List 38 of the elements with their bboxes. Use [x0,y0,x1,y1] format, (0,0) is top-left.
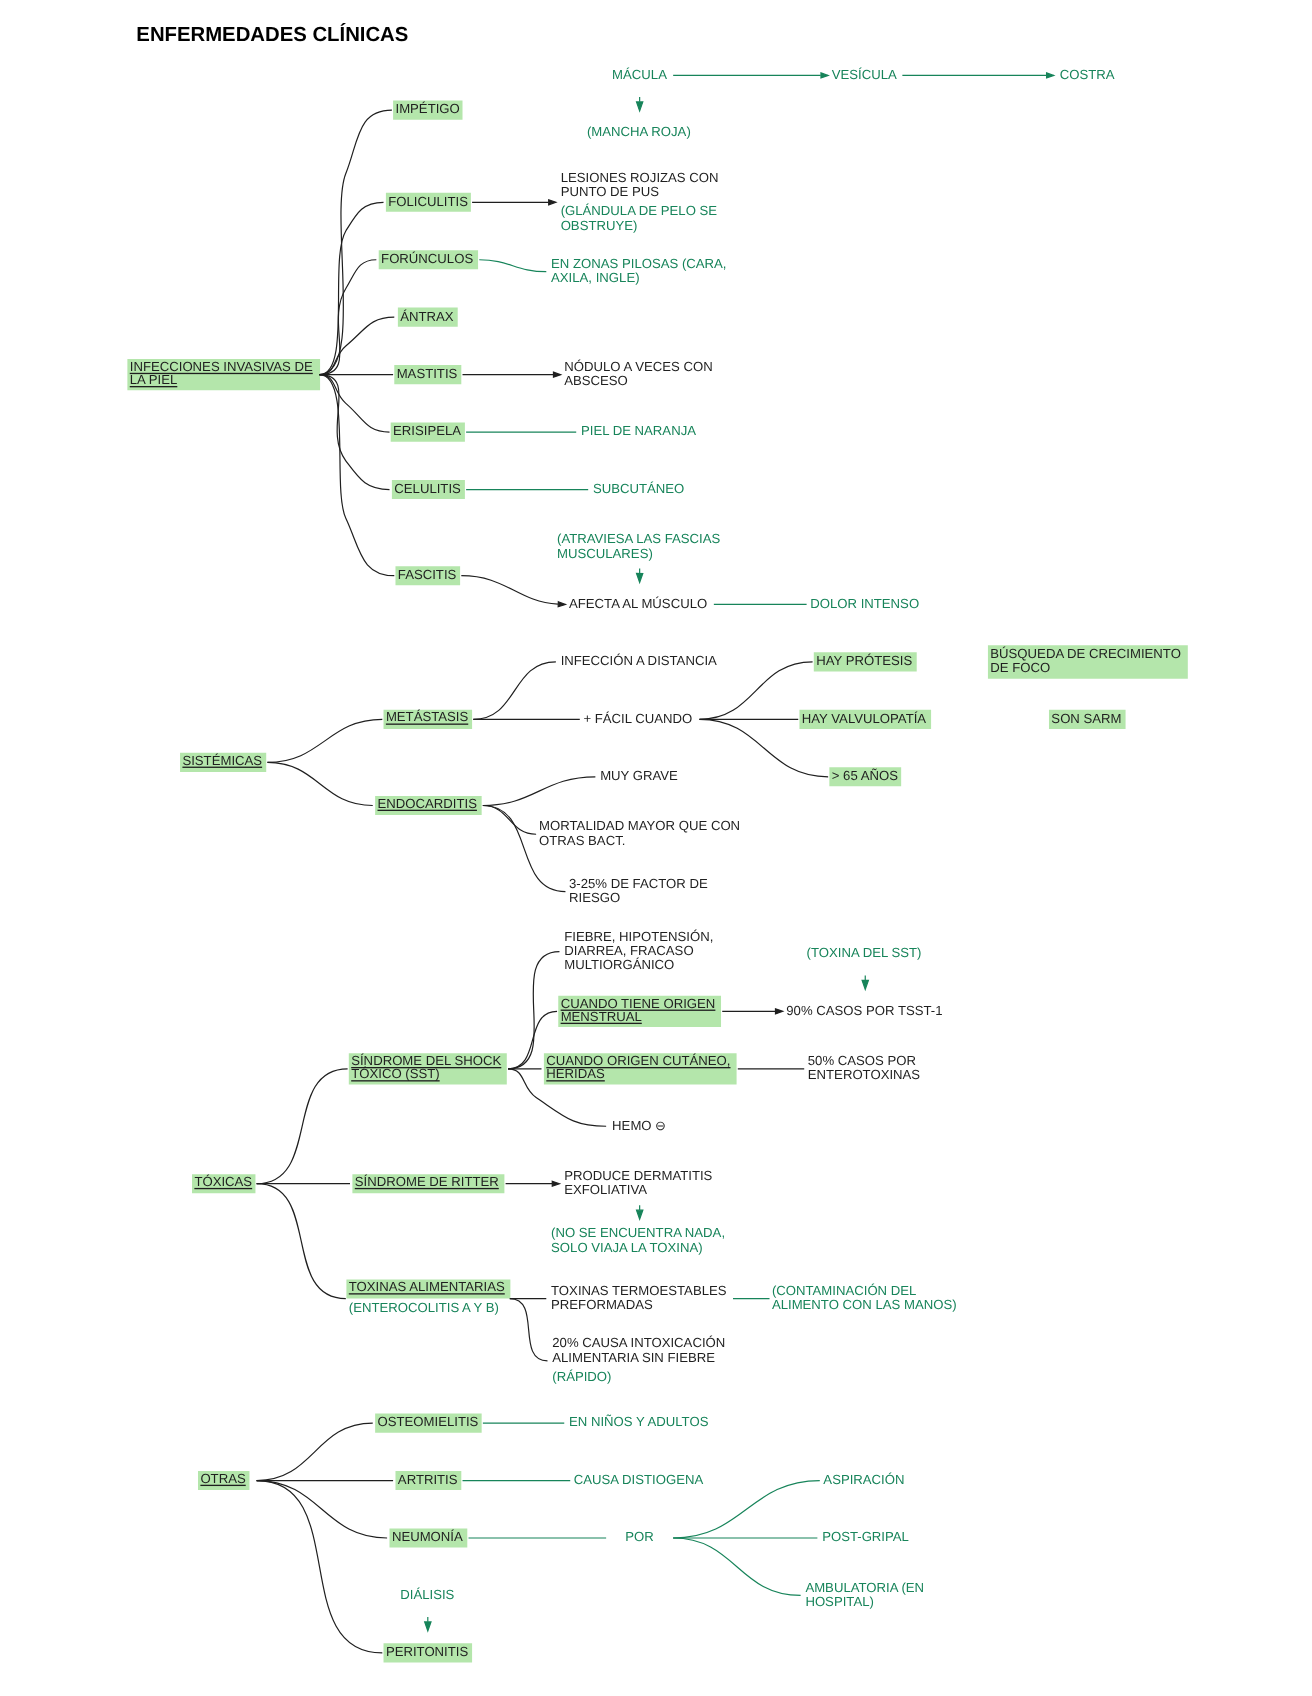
connector [481,804,566,893]
arrow [504,1180,561,1188]
connector [731,1298,770,1300]
arrow [720,1008,784,1015]
connector [671,1479,820,1539]
connector [697,661,813,720]
connector [255,1479,382,1654]
arrow [671,72,829,79]
connector [464,431,576,433]
connector [671,1537,801,1597]
connector [481,1422,564,1424]
arrow [460,371,562,378]
connector [508,1298,546,1300]
connector [317,109,392,376]
connector [506,1010,557,1070]
connector [471,718,580,720]
arrow [470,198,557,206]
connector [464,488,588,491]
connector [736,1068,804,1070]
arrow [900,72,1055,79]
connector [506,1068,606,1127]
connector [317,374,390,491]
connector [671,1537,817,1539]
connector [712,603,807,606]
diagram-title: ENFERMEDADES CLÍNICAS [135,25,408,48]
connector [506,1068,542,1070]
connector [506,950,560,1070]
connector [477,259,546,273]
connector [508,1298,548,1362]
connector [460,1479,570,1482]
connector [317,374,394,577]
connector [481,804,536,835]
connector [317,316,394,376]
connector [255,1183,346,1300]
connector [697,718,828,778]
connector [471,661,556,720]
arrow [459,575,567,608]
connector [265,761,373,807]
